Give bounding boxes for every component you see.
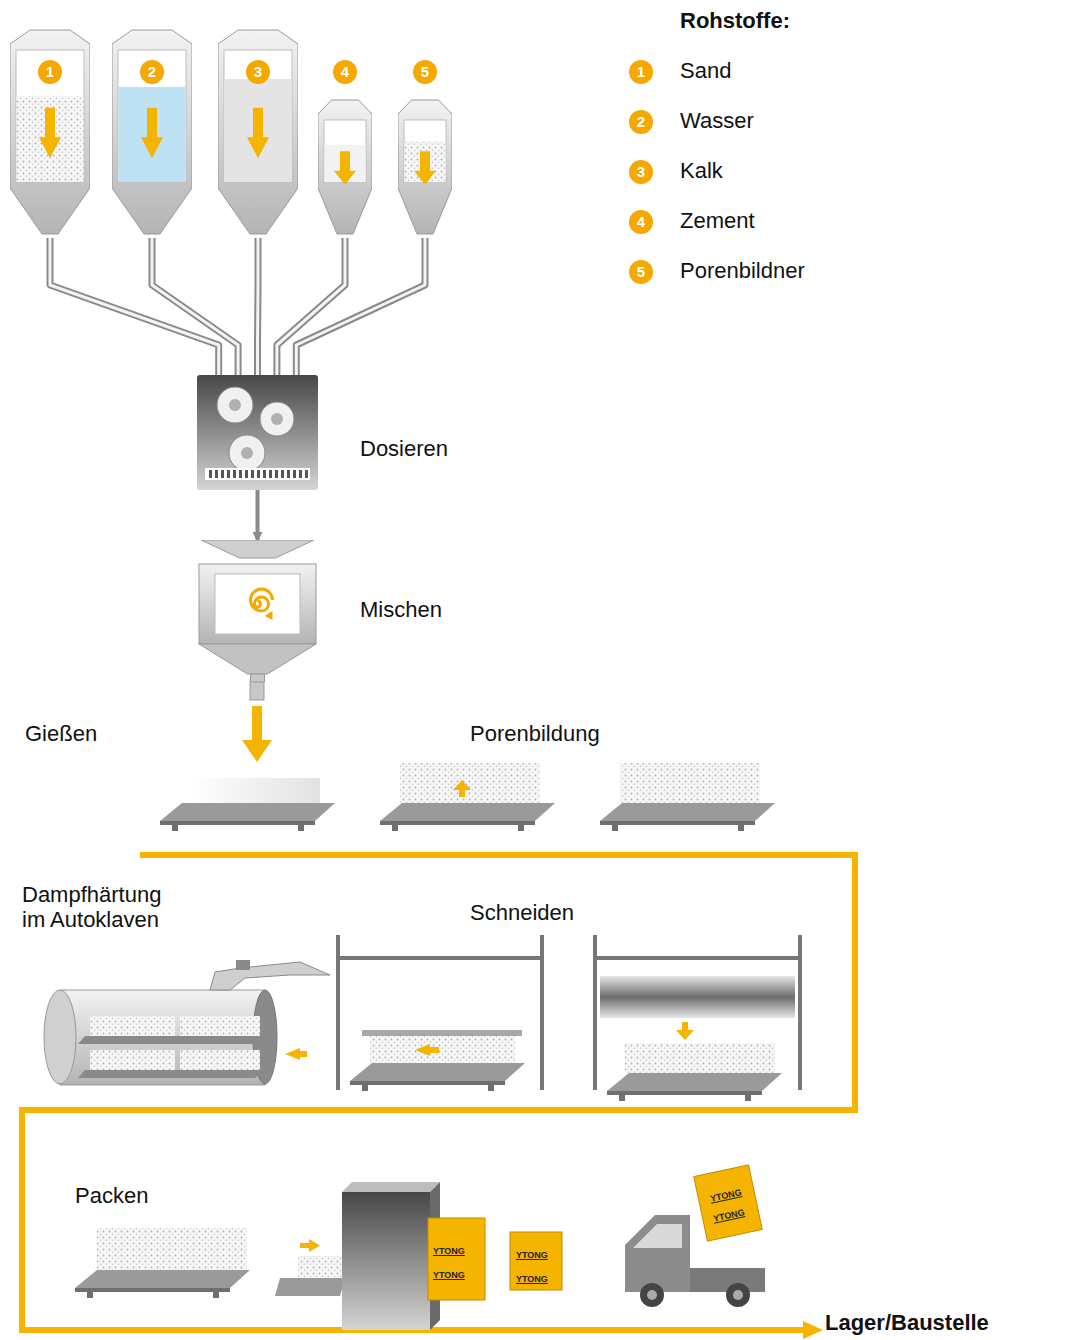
connector (152, 238, 238, 375)
callout-number-holder: 2 (140, 60, 164, 84)
legend-title: Rohstoffe: (680, 8, 790, 33)
callout-number: 4 (333, 60, 357, 84)
connector (50, 238, 219, 375)
step-label: Dampfhärtung im Autoklaven (22, 882, 182, 933)
step-label-holder: Mischen (360, 597, 442, 623)
brand-print-holder: YTONG (711, 1201, 746, 1225)
step-label: Packen (75, 1183, 148, 1208)
callout-number-holder: 3 (246, 60, 270, 84)
shape-outline (398, 98, 452, 238)
legend-text-holder: Sand (680, 58, 731, 84)
connector (296, 238, 425, 375)
legend-text: Porenbildner (680, 258, 805, 283)
brand-print: YTONG (433, 1270, 465, 1280)
callout-number: 2 (629, 110, 653, 134)
callout-number: 4 (629, 210, 653, 234)
brand-print-holder: YTONG (433, 1240, 465, 1258)
pipe-inner (256, 238, 260, 375)
shape-outline (197, 375, 318, 490)
callout-number-holder: 1 (38, 60, 62, 84)
brand-print-holder: YTONG (516, 1244, 548, 1262)
pipe-outer (296, 238, 425, 375)
silo: 3 (218, 28, 298, 238)
callout-number-holder: 2 (629, 110, 653, 134)
callout-number: 5 (629, 260, 653, 284)
step-label-holder: Dampfhärtung im Autoklaven (22, 882, 182, 933)
callout-number-holder: 4 (333, 60, 357, 84)
silo: 2 (112, 28, 192, 238)
destination-label-holder: Lager/Baustelle (825, 1311, 989, 1335)
pipe-outer (152, 238, 238, 375)
brand-print: YTONG (712, 1207, 745, 1223)
callout-number: 5 (413, 60, 437, 84)
pipe-inner (152, 238, 238, 375)
dosing-unit: Dosieren (197, 375, 318, 490)
legend-text: Zement (680, 208, 755, 233)
connector (277, 238, 345, 375)
legend-text: Sand (680, 58, 731, 83)
silo: 4 (318, 98, 372, 238)
shape-outline (197, 540, 318, 682)
brand-print: YTONG (516, 1274, 548, 1284)
brand-print: YTONG (433, 1246, 465, 1256)
flow-arrow (256, 490, 260, 540)
step-label-holder: Gießen (25, 721, 97, 747)
pipe-outer (277, 238, 345, 375)
step-label: Porenbildung (470, 721, 600, 746)
callout-number-holder: 3 (629, 160, 653, 184)
callout-number-holder: 5 (629, 260, 653, 284)
callout-number-holder: 1 (629, 60, 653, 84)
callout-number: 2 (140, 60, 164, 84)
silo: 1 (10, 28, 90, 238)
silo: 5 (398, 98, 452, 238)
callout-number: 3 (629, 160, 653, 184)
step-label-holder: Packen (75, 1183, 148, 1209)
callout-number: 1 (629, 60, 653, 84)
connector (257, 490, 258, 540)
legend-text-holder: Zement (680, 208, 755, 234)
callout-number: 3 (246, 60, 270, 84)
step-label-holder: Schneiden (470, 900, 574, 926)
legend-text: Kalk (680, 158, 723, 183)
shape-outline (318, 98, 372, 238)
step-label: Schneiden (470, 900, 574, 925)
brand-print: YTONG (516, 1250, 548, 1260)
legend-text: Wasser (680, 108, 754, 133)
callout-number: 1 (38, 60, 62, 84)
pipe-inner (296, 238, 425, 375)
pipe-inner (277, 238, 345, 375)
legend-text-holder: Wasser (680, 108, 754, 134)
step-label-holder: Porenbildung (470, 721, 600, 747)
pipe-inner (50, 238, 219, 375)
step-label: Dosieren (360, 436, 448, 461)
step-label: Mischen (360, 597, 442, 622)
mixer: Mischen (197, 540, 318, 682)
legend-text-holder: Porenbildner (680, 258, 805, 284)
destination-label: Lager/Baustelle (825, 1310, 989, 1335)
pipe-outer (50, 238, 219, 375)
callout-number-holder: 4 (629, 210, 653, 234)
legend-title-holder: Rohstoffe: (680, 8, 790, 34)
legend-text-holder: Kalk (680, 158, 723, 184)
connector (257, 238, 259, 375)
step-label: Gießen (25, 721, 97, 746)
pipe-outer (254, 238, 262, 375)
brand-print: YTONG (709, 1187, 742, 1203)
brand-print-holder: YTONG (433, 1264, 465, 1282)
brand-print-holder: YTONG (708, 1181, 743, 1205)
callout-number-holder: 5 (413, 60, 437, 84)
step-label-holder: Dosieren (360, 436, 448, 462)
brand-print-holder: YTONG (516, 1268, 548, 1286)
